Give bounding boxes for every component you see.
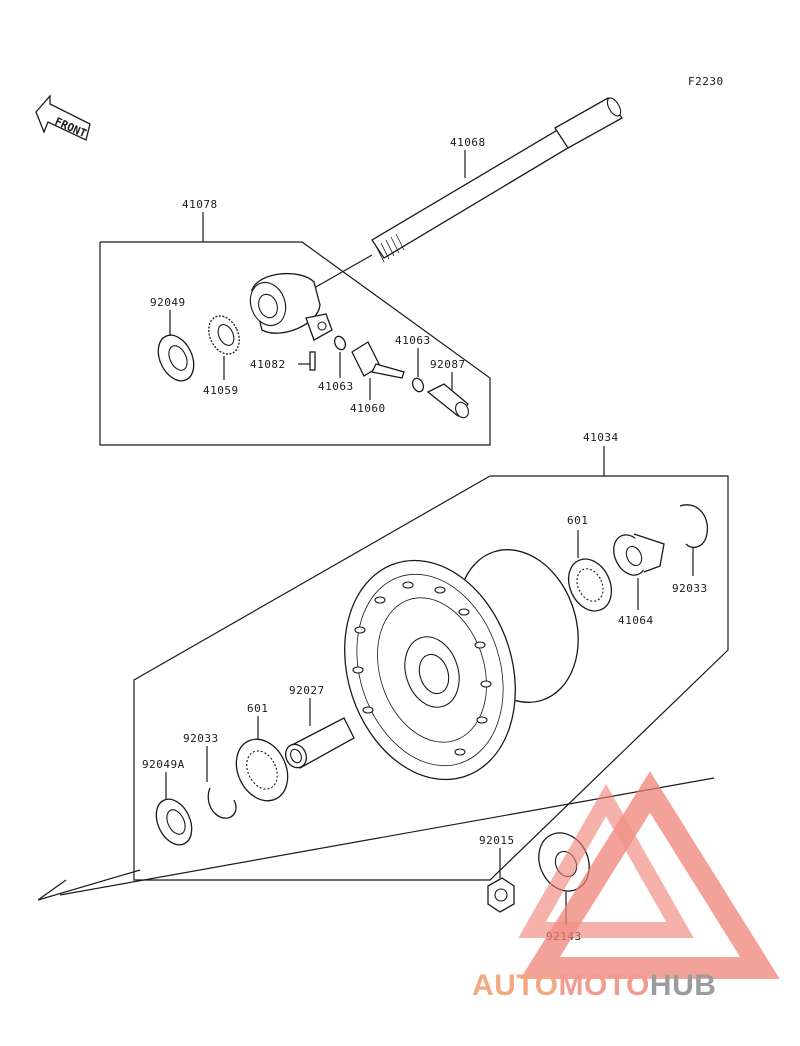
part-number-seal-left: 92049A xyxy=(142,758,185,771)
part-number-axle: 41068 xyxy=(450,136,486,149)
watermark-brand-hub: HUB xyxy=(650,969,717,1002)
assembly-label-upper: 41078 xyxy=(182,198,218,211)
part-number-seal-upper: 92049 xyxy=(150,296,186,309)
assembly-label-lower: 41034 xyxy=(583,431,619,444)
part-number-nut: 92015 xyxy=(479,834,515,847)
part-number-pinion: 41060 xyxy=(350,402,386,415)
pin-part: 41082 xyxy=(250,351,316,371)
part-number-collar-right: 41064 xyxy=(618,614,654,627)
figure-code: F2230 xyxy=(688,75,724,88)
seal-left-part: 92049A xyxy=(142,758,193,846)
part-number-pin: 41082 xyxy=(250,358,286,371)
watermark-logo: AUTOMOTOHUB xyxy=(472,771,780,1002)
watermark-triangle-icon xyxy=(518,771,780,979)
gear-housing-part xyxy=(249,272,333,341)
watermark-brand-auto: AUTO xyxy=(472,969,558,1002)
part-number-bearing-right: 601 xyxy=(567,514,588,527)
part-number-circlip-left: 92033 xyxy=(183,732,219,745)
circlip-left-part: 92033 xyxy=(183,732,237,819)
upper-assembly: 41078 xyxy=(99,198,491,446)
part-number-washer-b: 41063 xyxy=(395,334,431,347)
seal-upper-part: 92049 xyxy=(150,296,195,382)
nut-part: 92015 xyxy=(479,834,515,913)
part-number-gear: 41059 xyxy=(203,384,239,397)
part-number-bushing: 92087 xyxy=(430,358,466,371)
part-number-bearing-left: 601 xyxy=(247,702,268,715)
watermark-brand-moto: MOTO xyxy=(558,969,649,1002)
bushing-part: 92087 xyxy=(426,358,469,419)
circlip-right-part: 92033 xyxy=(672,504,708,595)
pinion-part: 41060 xyxy=(350,341,405,415)
wheel-hub-part xyxy=(344,549,579,781)
part-number-washer-a: 41063 xyxy=(318,380,354,393)
collar-right-part: 41064 xyxy=(613,533,665,627)
part-number-circlip-right: 92033 xyxy=(672,582,708,595)
bearing-right-part: 601 xyxy=(567,514,613,612)
axle-part: 41068 xyxy=(299,97,623,297)
gear-part: 41059 xyxy=(203,315,240,397)
svg-text:AUTOMOTOHUB: AUTOMOTOHUB xyxy=(472,969,716,1002)
part-number-spacer: 92027 xyxy=(289,684,325,697)
front-arrow-icon: FRONT xyxy=(35,94,91,141)
washer-a-part: 41063 xyxy=(318,335,354,393)
washer-b-part: 41063 xyxy=(395,334,431,393)
bearing-left-part: 601 xyxy=(235,702,289,802)
spacer-part: 92027 xyxy=(284,684,355,769)
